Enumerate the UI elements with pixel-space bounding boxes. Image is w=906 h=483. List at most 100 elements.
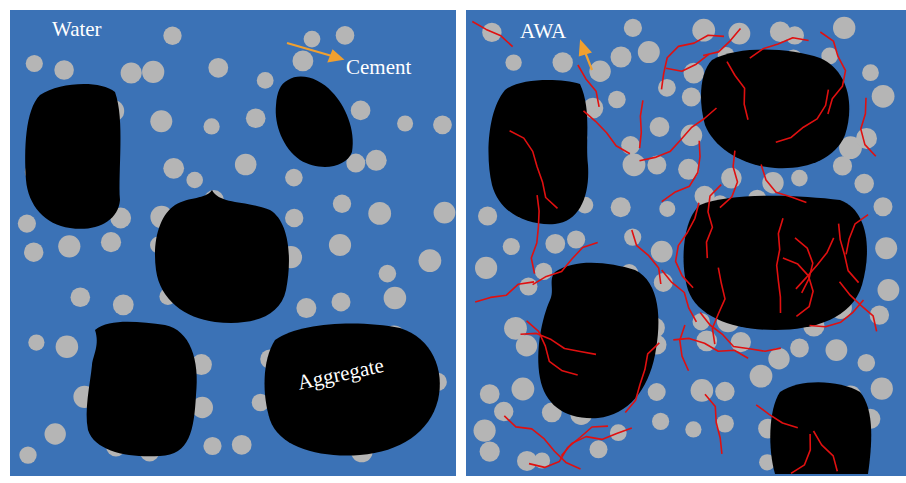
cement-particle	[871, 378, 893, 400]
cement-particle	[434, 202, 456, 224]
awa-fiber	[533, 242, 598, 284]
awa-fiber	[750, 38, 809, 58]
cement-particle	[611, 47, 632, 68]
cement-particle	[19, 446, 36, 463]
awa-fiber	[810, 300, 864, 327]
cement-particle	[235, 154, 257, 176]
cement-particle	[652, 413, 669, 430]
cement-particle	[142, 61, 164, 83]
cement-particle	[729, 23, 751, 45]
cement-particle	[28, 335, 44, 351]
cement-particle	[650, 117, 670, 137]
cement-particle	[186, 172, 203, 189]
awa-fiber	[531, 195, 539, 274]
cement-particle	[368, 202, 391, 225]
cement-particle	[26, 55, 43, 72]
cement-particle	[113, 294, 134, 315]
cement-particle	[651, 241, 673, 263]
cement-particle	[304, 31, 321, 48]
cement-particle	[833, 17, 855, 39]
cement-particle	[351, 101, 371, 121]
awa-fiber	[662, 35, 725, 89]
awa-fiber	[712, 268, 725, 345]
cement-particle	[336, 26, 355, 45]
awa-fiber	[820, 32, 845, 114]
cement-particle	[659, 201, 675, 217]
cement-particle	[58, 235, 80, 257]
part-label: AWA	[520, 20, 566, 43]
awa-fiber	[777, 218, 783, 313]
aggregates	[25, 50, 871, 474]
leader-arrows	[287, 42, 592, 70]
cement-particle	[478, 206, 497, 225]
awa-fiber	[727, 62, 748, 120]
awa-fiber	[472, 22, 512, 47]
water-panel	[466, 10, 906, 476]
awa-fiber	[703, 29, 740, 56]
cement-particle	[553, 52, 573, 72]
awa-fiber	[662, 141, 700, 202]
awa-fiber	[527, 321, 578, 375]
awa-fiber	[761, 165, 806, 203]
cement-particle	[648, 383, 666, 401]
cement-particle	[56, 335, 79, 358]
awa-fiber	[673, 338, 748, 358]
cement-particle	[332, 292, 351, 311]
cement-particle	[624, 19, 642, 37]
awa-fiber	[662, 270, 697, 322]
cement-particle	[475, 257, 497, 279]
cement-particle	[503, 238, 520, 255]
cement-particle	[608, 91, 626, 109]
cement-particle	[878, 279, 900, 301]
awa-fiber	[756, 405, 798, 428]
cement-particle	[208, 58, 228, 78]
cement-particle	[204, 118, 220, 134]
awa-fibers	[472, 22, 876, 474]
awa-fiber	[666, 54, 709, 71]
cement-particle	[203, 437, 221, 455]
cement-particle	[480, 442, 500, 462]
awa-fiber	[529, 426, 608, 467]
awa-fiber	[521, 333, 597, 354]
cement-particle	[685, 421, 701, 437]
water-panel	[10, 10, 456, 476]
cement-particle	[54, 60, 74, 80]
cement-particle	[621, 136, 640, 155]
cement-particle	[257, 72, 274, 89]
cement-particle	[24, 243, 43, 262]
cement-particle	[45, 423, 66, 444]
cement-particle	[397, 116, 413, 132]
awa-fiber	[840, 282, 877, 332]
cement-particle	[791, 170, 808, 187]
awa-fiber	[632, 230, 661, 284]
awa-fiber	[796, 238, 834, 289]
awa-fiber	[504, 416, 580, 469]
cement-particle	[293, 51, 314, 72]
cement-particle	[366, 150, 387, 171]
awa-fiber	[625, 343, 659, 413]
cement-particle	[858, 354, 876, 372]
awa-fiber	[776, 90, 829, 143]
cement-particle	[654, 273, 673, 292]
cement-particle	[474, 420, 496, 442]
cement-particle	[419, 249, 442, 272]
cement-particle	[379, 265, 397, 283]
cement-particle	[480, 384, 500, 404]
cement-particle	[790, 339, 809, 358]
cement-particle	[246, 109, 266, 129]
cement-particle	[762, 172, 783, 193]
cement-particle	[520, 278, 538, 296]
awa-fiber	[846, 215, 868, 255]
awa-fiber	[795, 238, 813, 293]
awa-fiber	[578, 65, 599, 107]
awa-fiber	[584, 111, 630, 154]
cement-particle	[721, 168, 742, 189]
cement-particle	[611, 197, 631, 217]
cement-particle	[101, 232, 121, 252]
awa-fiber	[561, 428, 631, 456]
cement-particle	[505, 54, 521, 70]
cement-particle	[862, 64, 879, 81]
cement-particle	[545, 234, 565, 254]
part-label: Water	[52, 18, 102, 41]
